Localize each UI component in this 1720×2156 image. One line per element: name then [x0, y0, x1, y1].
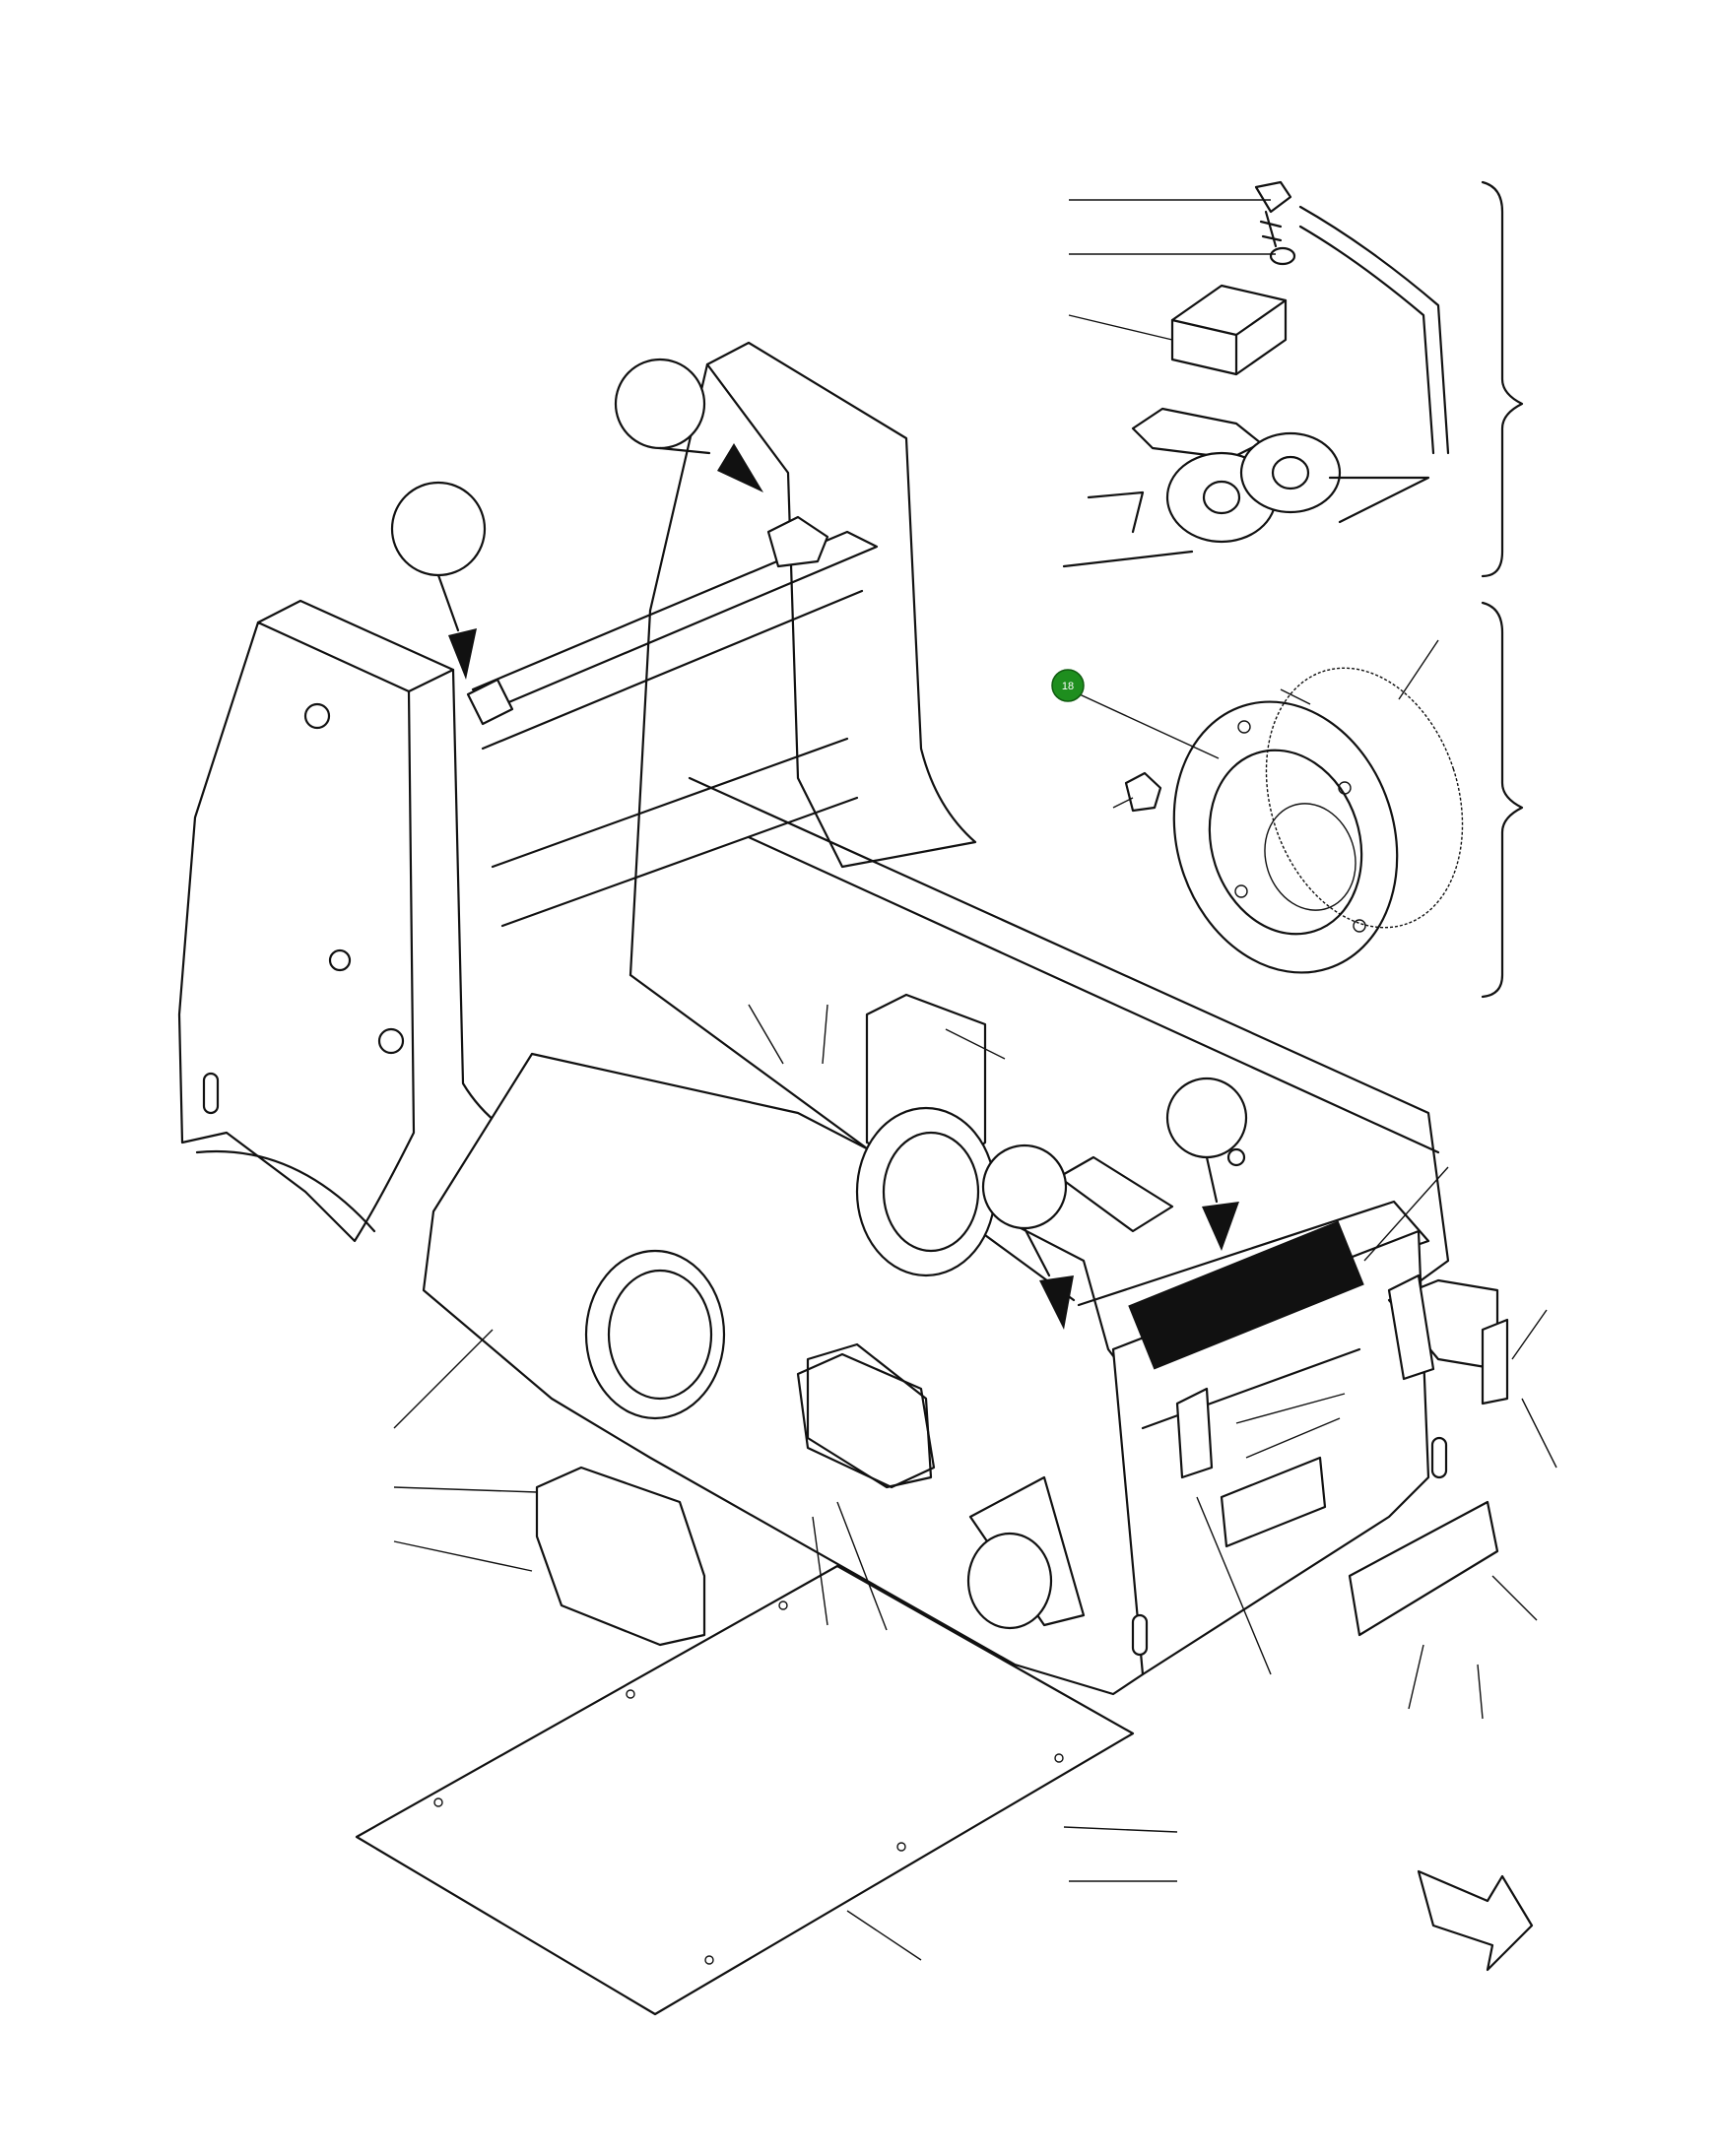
brace-bottom	[1481, 601, 1524, 999]
pointer-balloon-icon	[614, 358, 763, 492]
chassis-frame	[177, 341, 1509, 1696]
callout-number: 18	[1062, 681, 1074, 692]
flange-cover-detail	[1124, 667, 1464, 974]
callout-badge[interactable]	[1051, 669, 1085, 702]
pointer-balloon-icon	[981, 1143, 1074, 1330]
clamp-bracket	[1387, 1274, 1435, 1381]
leader-lines	[393, 199, 1557, 1961]
belly-plate	[355, 1564, 1135, 2016]
gasket-left	[796, 1352, 936, 1489]
pointer-balloon-icon	[390, 481, 487, 680]
direction-arrow-icon	[1417, 1869, 1534, 1972]
pointer-balloon-icon	[1165, 1077, 1248, 1251]
mount-block-detail	[1062, 180, 1450, 568]
belly-plate-holes	[433, 1601, 1064, 1965]
cover-plate-left	[535, 1466, 706, 1647]
brace-top	[1481, 180, 1524, 578]
end-cover-plate	[1348, 1500, 1499, 1637]
callout-18[interactable]: 18	[1051, 669, 1085, 702]
